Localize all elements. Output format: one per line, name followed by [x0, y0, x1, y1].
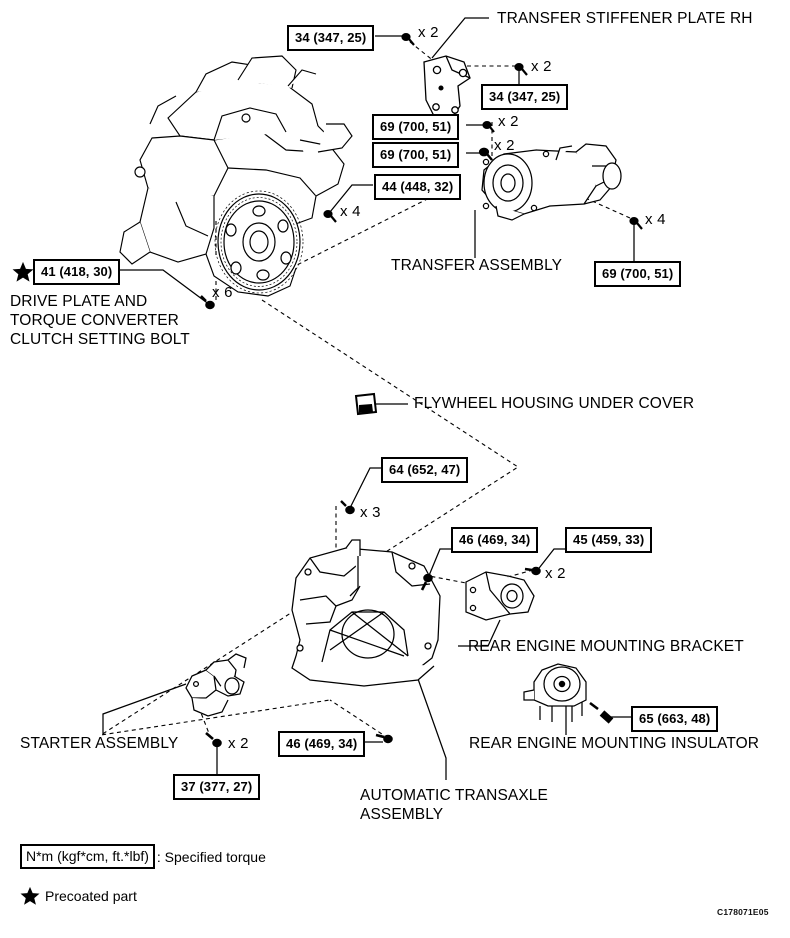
diagram-reference-code: C178071E05	[717, 907, 769, 917]
automatic-transaxle-drawing	[291, 539, 441, 687]
bolt-icon	[401, 32, 415, 46]
qty-transfer-upper-2: x 2	[494, 137, 515, 154]
bolt-icon	[375, 733, 393, 744]
legend-precoated-text: Precoated part	[45, 888, 137, 904]
torque-callout-transfer-stiffener-upper[interactable]: 34 (347, 25)	[287, 25, 375, 51]
qty-transfer-mount: x 4	[340, 203, 361, 220]
label-rear-engine-mounting-insulator: REAR ENGINE MOUNTING INSULATOR	[469, 735, 760, 752]
bolt-icon	[340, 500, 355, 515]
torque-callout-insulator[interactable]: 65 (663, 48)	[631, 706, 719, 732]
qty-drive-plate: x 6	[212, 284, 233, 301]
leader-rear-engine-mounting-bracket	[458, 619, 501, 647]
label-transfer-stiffener-plate-rh: TRANSFER STIFFENER PLATE RH	[497, 10, 753, 27]
torque-callout-rear-insulator-bolt[interactable]: 45 (459, 33)	[565, 527, 653, 553]
transfer-assembly-drawing	[481, 143, 622, 221]
starter-assembly-drawing	[185, 653, 247, 717]
qty-transfer-stiffener-upper: x 2	[418, 24, 439, 41]
label-drive-plate-and-torque-converter-clutch-setting-bolt: DRIVE PLATE AND TORQUE CONVERTER CLUTCH …	[10, 293, 190, 348]
flywheel-housing-under-cover-icon	[354, 392, 378, 416]
precoated-star-icon	[12, 261, 34, 283]
torque-callout-transfer-mount[interactable]: 44 (448, 32)	[374, 174, 462, 200]
bolt-icon	[323, 210, 337, 223]
leader-transfer-stiffener-plate	[431, 17, 489, 59]
torque-callout-transfer-stiffener-lower[interactable]: 34 (347, 25)	[481, 84, 569, 110]
label-starter-assembly: STARTER ASSEMBLY	[20, 735, 179, 752]
torque-callout-rear-bracket[interactable]: 46 (469, 34)	[451, 527, 539, 553]
torque-callout-transfer-upper-2[interactable]: 69 (700, 51)	[372, 142, 460, 168]
dashed-starter-v	[195, 699, 211, 737]
dashed-zigzag-main	[100, 299, 520, 736]
leader-tq-transfer-mount	[329, 184, 373, 213]
torque-callout-transfer-upper-1[interactable]: 69 (700, 51)	[372, 114, 460, 140]
legend-torque-unit-tail: : Specified torque	[156, 848, 266, 865]
qty-transfer-stiffener-lower: x 2	[531, 58, 552, 75]
leader-tq-rear-insulator-bolt	[535, 548, 566, 573]
leader-tq-transaxle-upper	[349, 467, 382, 509]
bolt-icon	[524, 566, 541, 576]
torque-callout-starter[interactable]: 37 (377, 27)	[173, 774, 261, 800]
bolt-icon	[200, 295, 215, 310]
drive-plate-flywheel	[217, 193, 301, 291]
bolt-icon	[420, 573, 433, 591]
qty-starter: x 2	[228, 735, 249, 752]
qty-transfer-upper-1: x 2	[498, 113, 519, 130]
bolt-icon	[514, 62, 528, 76]
rear-engine-mounting-bracket-drawing	[465, 571, 535, 621]
bolt-icon	[482, 120, 495, 133]
bolt-glyphs	[200, 32, 643, 748]
bolt-icon	[478, 147, 493, 161]
label-transfer-assembly: TRANSFER ASSEMBLY	[391, 257, 563, 274]
torque-callout-transaxle-upper[interactable]: 64 (652, 47)	[381, 457, 469, 483]
bolt-icon	[205, 732, 222, 748]
torque-callout-transfer-rear[interactable]: 69 (700, 51)	[594, 261, 682, 287]
legend-precoated-star-icon	[20, 886, 40, 906]
leader-automatic-transaxle-assembly	[411, 661, 447, 780]
torque-callout-transaxle-lower[interactable]: 46 (469, 34)	[278, 731, 366, 757]
bolt-icon	[589, 701, 614, 724]
legend-specified-torque: N*m (kgf*cm, ft.*lbf) : Specified torque	[20, 844, 266, 869]
qty-transfer-rear: x 4	[645, 211, 666, 228]
leader-tq-drive-plate	[113, 269, 211, 306]
qty-rear-insulator-bolt: x 2	[545, 565, 566, 582]
leader-tq-rear-bracket	[427, 548, 452, 579]
torque-callout-drive-plate[interactable]: 41 (418, 30)	[33, 259, 121, 285]
bolt-icon	[629, 217, 643, 230]
leader-starter-assembly	[102, 683, 187, 735]
legend-torque-unit-box: N*m (kgf*cm, ft.*lbf)	[20, 844, 155, 869]
drive-plate-ring-gear	[214, 190, 304, 294]
legend-precoated-part: Precoated part	[20, 886, 137, 906]
label-rear-engine-mounting-bracket: REAR ENGINE MOUNTING BRACKET	[468, 638, 744, 655]
label-automatic-transaxle-assembly: AUTOMATIC TRANSAXLE ASSEMBLY	[360, 787, 548, 823]
rear-engine-mounting-insulator-drawing	[523, 663, 587, 722]
transfer-stiffener-plate-drawing	[423, 55, 471, 119]
label-flywheel-housing-under-cover: FLYWHEEL HOUSING UNDER COVER	[414, 395, 695, 412]
qty-transaxle-upper: x 3	[360, 504, 381, 521]
